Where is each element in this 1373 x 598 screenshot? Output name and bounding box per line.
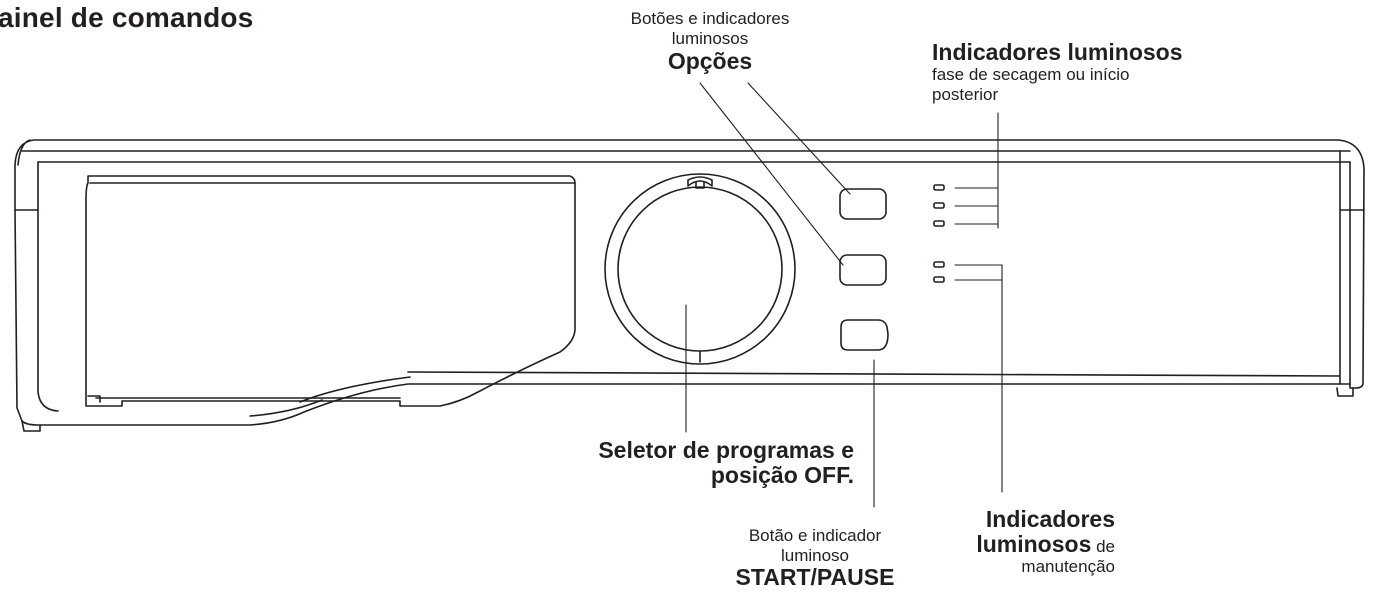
program-selector-knob [617,186,783,352]
drying-indicator-2 [933,202,945,209]
label-drying: Indicadores luminosos fase de secagem ou… [932,40,1183,105]
panel-inner-left [37,161,59,412]
option-button-1 [839,188,887,220]
panel-bottom-line [407,371,1341,377]
label-maintenance-bold1: Indicadores [985,506,1115,532]
panel-bottom-curve-2 [249,399,323,417]
maintenance-indicator-1 [933,261,945,268]
leader-options-2 [699,82,844,266]
detergent-drawer [85,175,576,407]
panel-foot-right [1336,387,1354,397]
panel-outline [14,139,1365,426]
panel-left-edge [17,139,31,166]
knob-top-marker [687,176,713,187]
label-maintenance-suffix: de [1091,537,1115,556]
label-maintenance-line2: luminosos de [900,532,1115,557]
knob-top-tab [695,181,705,189]
label-maintenance-line3: manutenção [1021,557,1115,576]
label-drying-bold: Indicadores luminosos [932,39,1183,65]
label-start-bold: START/PAUSE [735,564,895,590]
label-options-bold: Opções [667,48,753,74]
label-maintenance: Indicadores luminosos de manutenção [900,507,1115,577]
label-drying-line1: fase de secagem ou início [932,65,1130,84]
start-pause-button [840,319,889,351]
drying-indicator-3 [933,220,945,227]
label-selector: Seletor de programas e posição OFF. [560,438,854,488]
label-drying-line2: posterior [932,85,999,104]
drying-indicator-1 [933,184,945,191]
label-start-line2: luminoso [780,546,850,565]
label-options-line1: Botões e indicadores [630,9,790,28]
page-title: ainel de comandos [0,2,254,33]
drawer-handle [87,395,101,403]
option-button-2 [839,254,887,286]
leader-options-1 [747,82,851,195]
label-selector-line2: posição OFF. [710,462,854,488]
label-options: Botões e indicadores luminosos Opções [580,9,840,74]
panel-foot-left [21,420,41,432]
label-maintenance-bold2: luminosos [976,531,1092,557]
maintenance-indicator-2 [933,276,945,283]
label-options-line2: luminosos [671,29,749,48]
label-selector-line1: Seletor de programas e [598,437,854,463]
label-start-line1: Botão e indicador [748,526,882,545]
program-selector-knob-ring [604,173,796,365]
leader-lines [685,82,1003,508]
label-start: Botão e indicador luminoso START/PAUSE [690,526,940,590]
